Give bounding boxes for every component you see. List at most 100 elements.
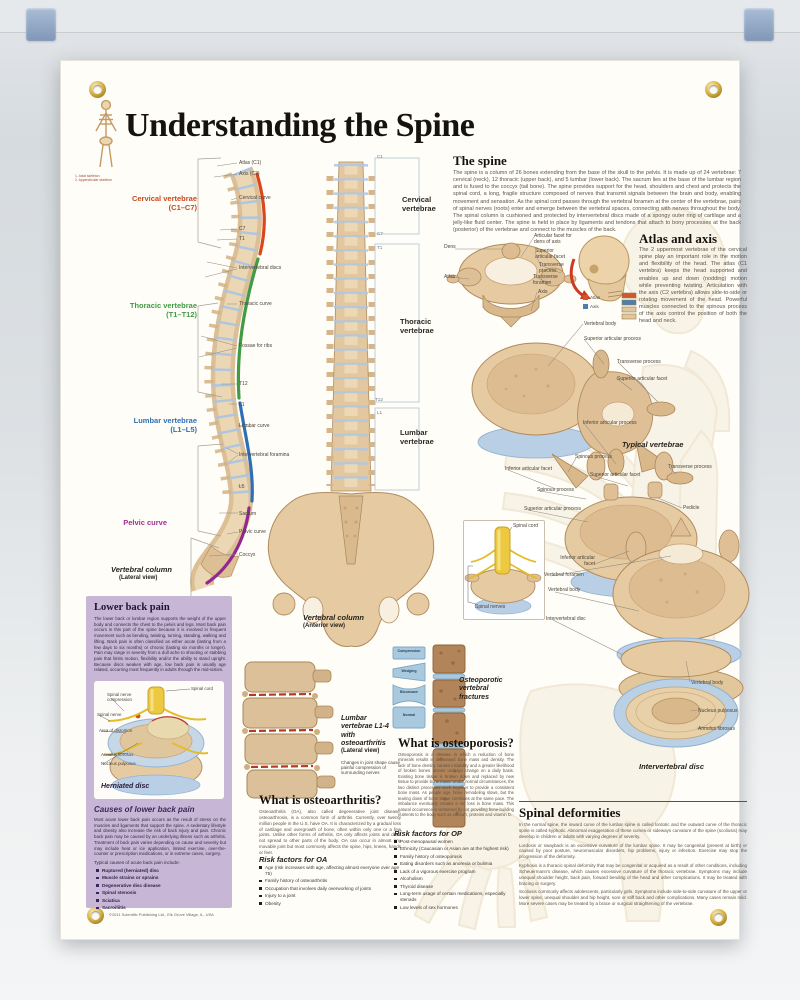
osteoarthritis-illustration (242, 661, 336, 799)
anterior-caption: Vertebral column (303, 613, 364, 622)
list-item: Ruptured (herniated) disc (96, 868, 224, 874)
legend-atlas: Atlas (583, 295, 600, 300)
the-spine-body: The spine is a column of 26 bones extend… (453, 170, 741, 234)
label-cervical-group: Cervical vertebrae(C1–C7) (131, 194, 197, 212)
fracture-label: Normal (402, 713, 416, 717)
causes-body: Most acute lower back pain occurs as the… (94, 817, 226, 857)
tick-label: T1 (377, 245, 383, 250)
list-item: Occupation that involves daily overworki… (259, 886, 402, 892)
anatomy-label: Vertebral body (584, 321, 617, 327)
typical-vertebrae-caption: Typical vertebrae (622, 440, 684, 449)
paragraph: Kyphosis is a thoracic spinal deformity … (519, 863, 747, 886)
anatomy-label: Nucleus pulposus (698, 708, 738, 714)
oa-figure-caption-sub: (Lateral view) (341, 748, 380, 754)
oa-body: Osteoarthritis (OA), also called degener… (259, 809, 401, 855)
legend-atlas-label: Atlas (590, 295, 601, 300)
op-body: Osteoporosis is a disease in which a red… (398, 752, 514, 817)
list-item: Family history of osteoporosis (394, 854, 516, 860)
label-lumbar-anterior: Lumbar vertebrae (400, 428, 434, 446)
grommet-bottom-right (710, 909, 727, 926)
atlas-color-swatch (583, 295, 588, 300)
lateral-caption-sub: (Lateral view) (119, 575, 158, 581)
section-heading-atlas-axis: Atlas and axis (639, 231, 718, 246)
anatomy-label: Spinous process (575, 454, 612, 460)
section-heading-osteoarthritis: What is osteoarthritis? (259, 793, 382, 807)
anatomy-label: Spinal nerve (97, 712, 122, 717)
section-heading-the-spine: The spine (453, 153, 507, 168)
oa-risk-heading: Risk factors for OA (259, 855, 328, 864)
spinal-cord-illustration (464, 526, 542, 615)
anatomy-label: Spinal cord (191, 686, 213, 691)
legend-axis-label: Axis (590, 304, 599, 309)
mounting-tab-right (744, 8, 774, 41)
anatomy-label: Superior articular process (584, 336, 641, 342)
list-item: Injury to a joint (259, 893, 402, 899)
causes-intro: Typical causes of acute back pain includ… (94, 860, 180, 865)
list-item: Long-term usage of certain medications, … (394, 891, 516, 903)
lower-back-pain-body: The lower back or lumbar region supports… (94, 616, 226, 673)
spine-poster: 1. Axial skeleton 2. Appendicular skelet… (60, 60, 750, 940)
tick-label: C7 (377, 231, 383, 236)
list-item: Alcoholism (394, 876, 516, 882)
anatomy-label: Lumbar curve (239, 423, 270, 429)
copyright-line: ©2011 Scientific Publishing Ltd., Elk Gr… (109, 912, 214, 917)
label-cervical-anterior: Cervical vertebrae (402, 195, 436, 213)
deformities-divider (519, 801, 747, 802)
deformities-paragraphs: In the normal spine, the inward curve of… (519, 822, 747, 907)
op-risk-list: Post-menopausal women Ethnicity (Caucasi… (394, 839, 516, 912)
anatomy-label: Superior articular facet (535, 248, 566, 260)
causes-heading: Causes of lower back pain (94, 805, 195, 814)
label-pelvic-group: Pelvic curve (123, 518, 167, 527)
anatomy-label: Inferior articular process (583, 420, 637, 426)
section-heading-lower-back-pain: Lower back pain (94, 602, 170, 613)
intervertebral-disc-illustration (613, 640, 739, 748)
list-item: Thyroid disease (394, 884, 516, 890)
atlas-axis-bone-illustration (446, 236, 577, 328)
anatomy-label: L1 (239, 402, 245, 408)
paragraph: Lordosis or swayback is an excessive cur… (519, 842, 747, 860)
anatomy-label: Atlas (C1) (239, 160, 262, 166)
anatomy-label: Inferior articular facet (505, 466, 552, 472)
anatomy-label: T1 (239, 236, 245, 242)
fracture-label: Compression (397, 649, 421, 653)
fracture-label: Biconcave (400, 690, 418, 694)
section-heading-osteoporosis: What is osteoporosis? (398, 736, 514, 750)
osteoporosis-fracture-illustration (392, 644, 466, 828)
grommet-top-left (89, 81, 106, 98)
atlas-axis-body: The 2 uppermost vertebrae of the cervica… (639, 247, 747, 325)
anatomy-label: Spinal nerves (475, 604, 506, 610)
anatomy-label: Transverse process (668, 464, 712, 470)
anatomy-label: Annulus fibrosus (101, 752, 134, 757)
anatomy-label: Intervertebral disc (546, 616, 586, 622)
list-item: Age (risk increases with age, affecting … (259, 865, 402, 877)
anatomy-label: Pelvic curve (239, 529, 266, 535)
label-lumbar-group: Lumbar vertebrae(L1–L5) (133, 416, 197, 434)
grommet-top-right (705, 81, 722, 98)
anatomy-label: Inferior articular facet (560, 555, 595, 567)
disc-figure-caption: Intervertebral disc (639, 762, 705, 771)
anatomy-label: Vertebral body (691, 680, 724, 686)
mounting-tab-left (26, 8, 56, 41)
list-item: Low levels of sex hormones (394, 905, 516, 911)
anatomy-label: Spinal cord (513, 523, 539, 529)
causes-list: Ruptured (herniated) disc Muscle strains… (96, 868, 224, 913)
skull-nodding-illustration (569, 235, 637, 320)
mini-skeleton-icon (95, 99, 117, 168)
wall-top-band (0, 0, 800, 33)
legend-axis: Axis (583, 304, 599, 309)
anatomy-label: Cervical curve (239, 195, 271, 201)
op-figure-caption: Osteoporotic vertebral fractures (459, 677, 503, 701)
list-item: Ethnicity (Caucasian or Asian are at the… (394, 846, 516, 852)
anatomy-label: Annulus fibrosus (698, 726, 735, 732)
anatomy-label: Vertebral foramen (544, 572, 584, 578)
paragraph: Scoliosis commonly affects adolescents, … (519, 889, 747, 907)
lateral-spine-illustration (190, 157, 266, 619)
anatomy-label: Intervertebral discs (239, 265, 282, 271)
anatomy-label: Superior articular process (524, 506, 581, 512)
list-item: Degenerative disc disease (96, 883, 224, 889)
axis-color-swatch (583, 304, 588, 309)
tick-label: T12 (375, 397, 383, 402)
tick-label: L1 (377, 410, 383, 415)
anatomy-label: Transverse foramen (533, 274, 558, 286)
anatomy-label: Pedicle (683, 505, 700, 511)
